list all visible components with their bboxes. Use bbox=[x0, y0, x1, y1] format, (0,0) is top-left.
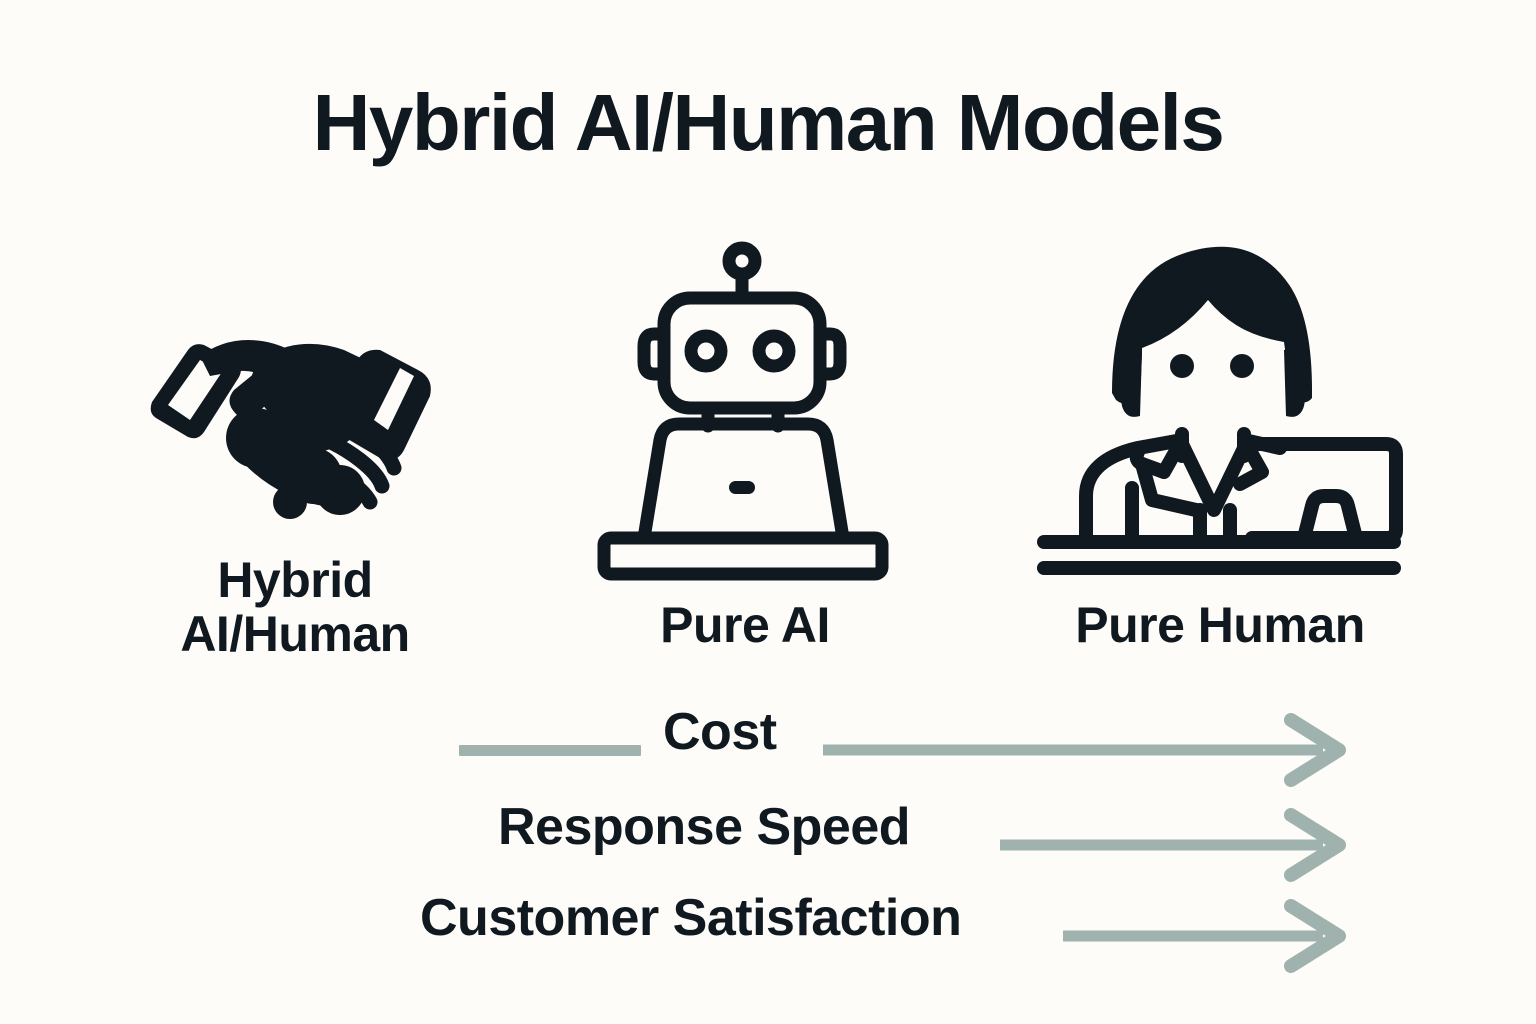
arrow-right-icon-response-speed bbox=[1000, 808, 1346, 882]
arrow-right-icon-cost bbox=[823, 713, 1346, 787]
column-label-hybrid: Hybrid AI/Human bbox=[180, 552, 410, 662]
comparison-row-response-speed: Response Speed bbox=[0, 795, 1536, 887]
page-title: Hybrid AI/Human Models bbox=[312, 78, 1225, 167]
comparison-label-customer-satisfaction: Customer Satisfaction bbox=[420, 889, 962, 947]
robot-laptop-icon bbox=[582, 238, 902, 583]
axis-line-left-cost bbox=[459, 745, 641, 756]
column-pure-ai: Pure AI bbox=[570, 230, 920, 700]
comparison-label-response-speed: Response Speed bbox=[498, 798, 911, 856]
column-label-pure-ai: Pure AI bbox=[660, 597, 830, 653]
comparison-row-cost: Cost bbox=[0, 700, 1536, 792]
column-hybrid: Hybrid AI/Human bbox=[100, 300, 490, 700]
comparison-row-customer-satisfaction: Customer Satisfaction bbox=[0, 886, 1536, 978]
handshake-icon bbox=[118, 310, 458, 525]
comparison-label-cost: Cost bbox=[663, 703, 777, 761]
arrow-right-icon-customer-satisfaction bbox=[1063, 899, 1346, 973]
person-desk-icon bbox=[1030, 238, 1410, 583]
column-label-pure-human: Pure Human bbox=[1075, 597, 1365, 653]
comparison-rows: Cost Response Speed Customer Satisfactio… bbox=[0, 700, 1536, 1000]
column-pure-human: Pure Human bbox=[1020, 230, 1420, 700]
